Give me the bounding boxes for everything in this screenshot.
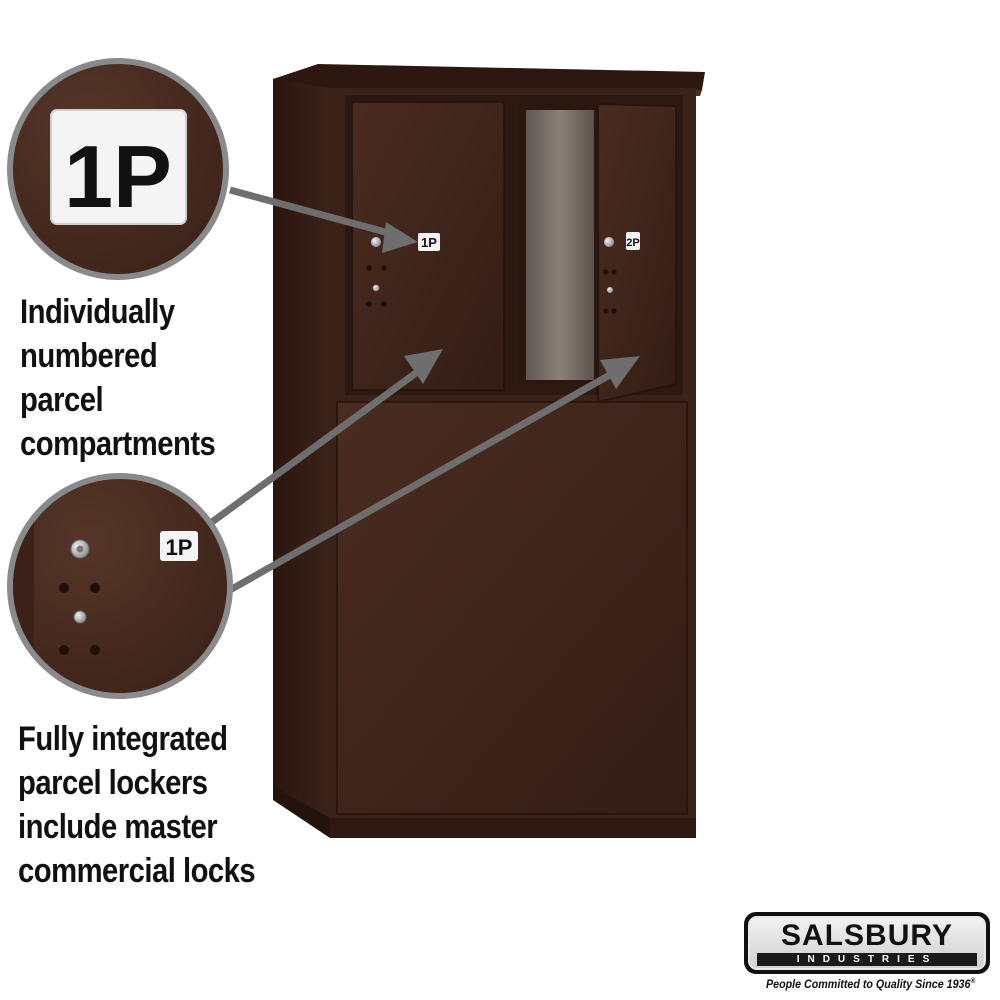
lock-icon: [372, 284, 380, 292]
number-plate-right: [626, 232, 640, 250]
number-plate-left: [418, 233, 440, 251]
parcel-door-left: 1P: [351, 101, 505, 391]
caption-integrated-locks: Fully integrated parcel lockers include …: [18, 717, 256, 893]
cabinet-base: [330, 818, 696, 838]
number-plate-detail: [160, 531, 198, 561]
brand-name: SALSBURY: [781, 919, 953, 952]
rivet-group: [603, 269, 617, 314]
arrow-to-number-plate: [229, 186, 408, 241]
registered-mark: ®: [970, 978, 976, 985]
lock-icon: [73, 610, 87, 624]
brand-tagline: People Committed to Quality Since 1936®: [766, 978, 975, 991]
number-plate-zoom-label: 1P: [64, 127, 172, 226]
callout-lock-detail: 1P: [7, 473, 233, 699]
caption-line: parcel lockers: [18, 764, 208, 802]
mailbox-cabinet: 1P 2P: [273, 64, 705, 838]
brand-logo: SALSBURY INDUSTRIES: [744, 912, 990, 974]
number-plate-zoom: [50, 109, 187, 225]
rivet-group: [366, 265, 387, 307]
number-plate-detail-label: 1P: [166, 535, 193, 560]
lower-panel: [336, 401, 688, 815]
arrowhead: [404, 349, 443, 384]
brand-tagline-text: People Committed to Quality Since 1936: [766, 978, 971, 991]
arrow-to-right-door: [228, 368, 617, 594]
caption-line: Individually: [20, 293, 175, 331]
brand-subtitle: INDUSTRIES: [757, 953, 977, 966]
caption-line: Fully integrated: [18, 720, 228, 758]
callout-arrows: [209, 186, 640, 594]
keyhole-icon: [76, 545, 84, 553]
lock-icon: [604, 237, 614, 247]
caption-numbered-compartments: Individually numbered parcel compartment…: [20, 290, 216, 466]
parcel-door-right: 2P: [518, 102, 677, 404]
arrow-to-left-door: [209, 367, 423, 525]
arrowhead: [600, 356, 640, 389]
callout-number-plate: 1P: [7, 58, 229, 280]
number-plate-right-label: 2P: [626, 237, 639, 249]
caption-line: compartments: [20, 425, 216, 463]
brand-logo-plate: SALSBURY INDUSTRIES: [748, 916, 986, 970]
caption-line: numbered: [20, 337, 158, 375]
lock-icon: [371, 237, 381, 247]
lock-icon: [607, 287, 613, 293]
number-plate-left-label: 1P: [421, 235, 437, 250]
caption-line: commercial locks: [18, 852, 256, 890]
caption-line: parcel: [20, 381, 104, 419]
cabinet-top: [273, 64, 705, 92]
caption-line: include master: [18, 808, 218, 846]
cabinet-base-side: [273, 786, 330, 838]
arrowhead: [382, 222, 418, 253]
rivet-group: [59, 583, 100, 655]
interior-glass: [526, 110, 594, 380]
